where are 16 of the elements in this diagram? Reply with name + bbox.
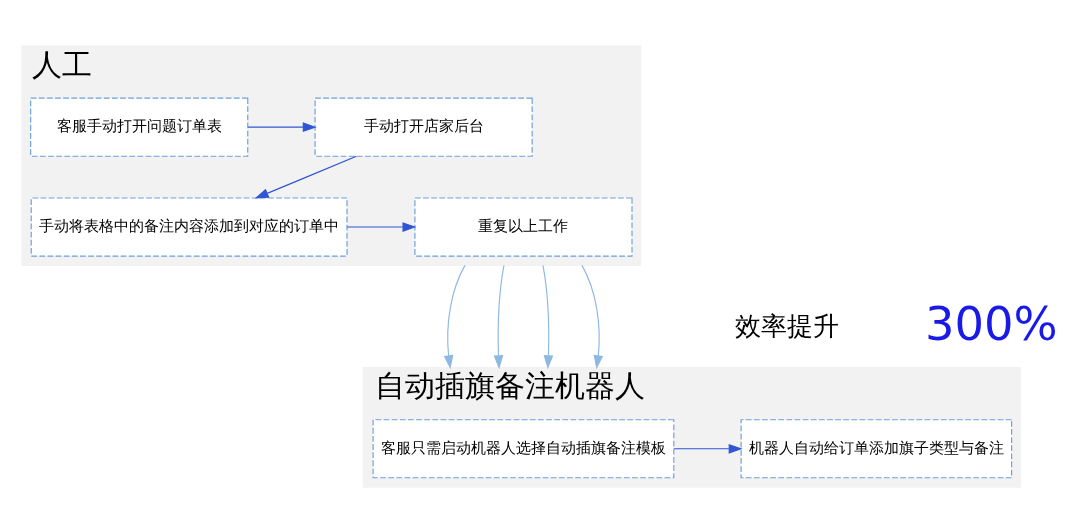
arrow: [346, 221, 417, 232]
arrow: [581, 264, 604, 369]
node-box: 客服手动打开问题订单表: [30, 97, 249, 157]
node-box: 机器人自动给订单添加旗子类型与备注: [740, 418, 1013, 478]
arrow: [493, 264, 505, 369]
arrow: [673, 443, 743, 454]
arrow: [254, 155, 357, 199]
label: 300%: [924, 296, 1058, 351]
node-box: 重复以上工作: [414, 196, 633, 257]
node-box: 手动打开店家后台: [314, 97, 533, 157]
arrow: [542, 264, 554, 369]
node-box: 手动将表格中的备注内容添加到对应的订单中: [30, 196, 348, 257]
label: 效率提升: [734, 310, 839, 341]
node-box: 客服只需启动机器人选择自动插旗备注模板: [372, 418, 675, 478]
arrow: [443, 264, 466, 369]
arrow: [247, 121, 317, 132]
